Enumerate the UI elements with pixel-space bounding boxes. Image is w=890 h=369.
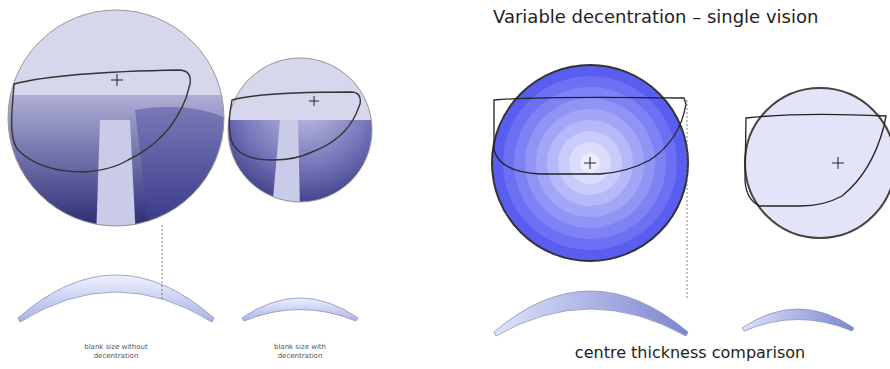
- title: Variable decentration – single vision: [493, 6, 818, 27]
- caption: centre thickness comparison: [575, 343, 805, 362]
- blank-label: blank size with decentration: [255, 343, 345, 361]
- blank-label: blank size without decentration: [71, 343, 161, 361]
